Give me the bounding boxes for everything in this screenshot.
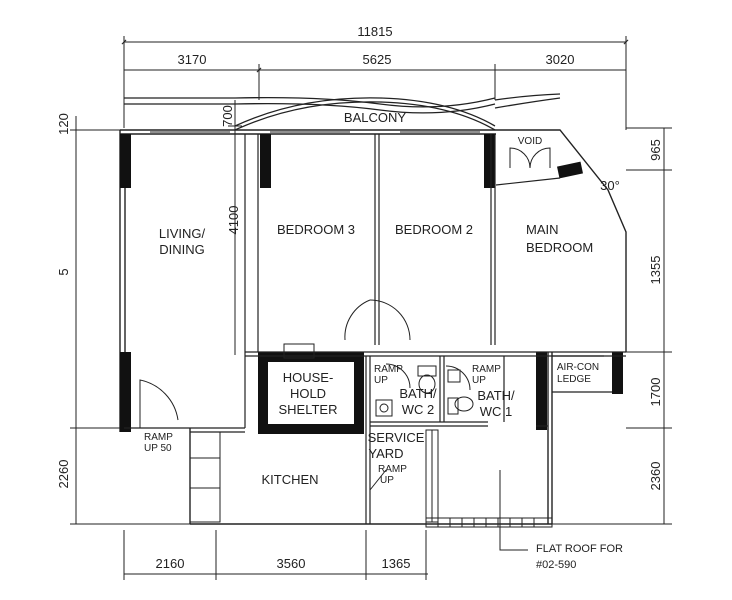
dim-right-4: 2360 <box>648 462 663 491</box>
shelter-label-1: HOUSE- <box>283 370 334 385</box>
dimension-labels: 11815 3170 5625 3020 2160 3560 1365 120 … <box>56 24 663 571</box>
ramp-yard-label-1: RAMP <box>378 464 407 475</box>
flat-roof-note: FLAT ROOF FOR #02-590 <box>536 543 623 571</box>
shelter-label-2: HOLD <box>290 386 326 401</box>
flat-roof-leader <box>499 470 528 551</box>
dim-right-2: 1355 <box>648 256 663 285</box>
ramp-up-50-label-2: UP 50 <box>144 443 172 454</box>
shelter-label-3: SHELTER <box>279 402 338 417</box>
ramp-bath2-label-1: RAMP <box>374 364 403 375</box>
living-label-2: DINING <box>159 242 205 257</box>
main-bedroom-label-2: BEDROOM <box>526 240 593 255</box>
dim-top-2: 5625 <box>363 52 392 67</box>
dimension-lines <box>70 36 672 580</box>
bathroom-fixtures <box>283 343 474 417</box>
living-label-1: LIVING/ <box>159 226 206 241</box>
room-labels: BALCONY VOID LIVING/ DINING BEDROOM 3 BE… <box>159 110 599 487</box>
service-yard-label-1: SERVICE <box>368 430 425 445</box>
angle-label: 30° <box>600 178 620 193</box>
dim-bottom-1: 2160 <box>156 556 185 571</box>
dim-left-mid: 5 <box>56 268 71 275</box>
dim-right-1: 965 <box>648 139 663 161</box>
exterior-walls <box>119 129 627 525</box>
dim-bottom-2: 3560 <box>277 556 306 571</box>
dim-inner-700: 700 <box>220 105 235 127</box>
bedroom3-label: BEDROOM 3 <box>277 222 355 237</box>
balcony-label: BALCONY <box>344 110 406 125</box>
ramp-labels: RAMP UP 50 RAMP UP RAMP UP RAMP UP <box>144 364 501 486</box>
dim-bottom-3: 1365 <box>382 556 411 571</box>
service-yard-label-2: YARD <box>368 446 403 461</box>
dim-top-3: 3020 <box>546 52 575 67</box>
kitchen-counter <box>189 429 439 523</box>
bath2-label-2: WC 2 <box>402 402 435 417</box>
flat-roof-note-2: #02-590 <box>536 559 576 571</box>
bath1-label-2: WC 1 <box>480 404 513 419</box>
aircon-ledge-label-1: AIR-CON <box>557 362 599 373</box>
dim-top-1: 3170 <box>178 52 207 67</box>
dim-total-width: 11815 <box>357 24 392 39</box>
flat-roof-note-1: FLAT ROOF FOR <box>536 543 623 555</box>
kitchen-label: KITCHEN <box>261 472 318 487</box>
bedroom2-label: BEDROOM 2 <box>395 222 473 237</box>
door-swings <box>139 147 551 491</box>
flat-roof-edge <box>425 517 553 528</box>
structural-columns <box>120 134 623 432</box>
aircon-ledge-label-2: LEDGE <box>557 374 591 385</box>
dim-inner-4100: 4100 <box>226 206 241 235</box>
ramp-bath2-label-2: UP <box>374 375 388 386</box>
dim-right-3: 1700 <box>648 378 663 407</box>
household-shelter-walls <box>258 352 364 434</box>
interior-walls <box>124 134 626 524</box>
bath2-label-1: BATH/ <box>399 386 437 401</box>
dim-left-bottom: 2260 <box>56 460 71 489</box>
ramp-yard-label-2: UP <box>380 475 394 486</box>
dim-left-top: 120 <box>56 113 71 135</box>
main-bedroom-label-1: MAIN <box>526 222 559 237</box>
ramp-up-50-label-1: RAMP <box>144 432 173 443</box>
ramp-bath1-label-1: RAMP <box>472 364 501 375</box>
ramp-bath1-label-2: UP <box>472 375 486 386</box>
void-label: VOID <box>518 136 542 147</box>
bath1-label-1: BATH/ <box>477 388 515 403</box>
balcony-outline <box>124 93 561 131</box>
